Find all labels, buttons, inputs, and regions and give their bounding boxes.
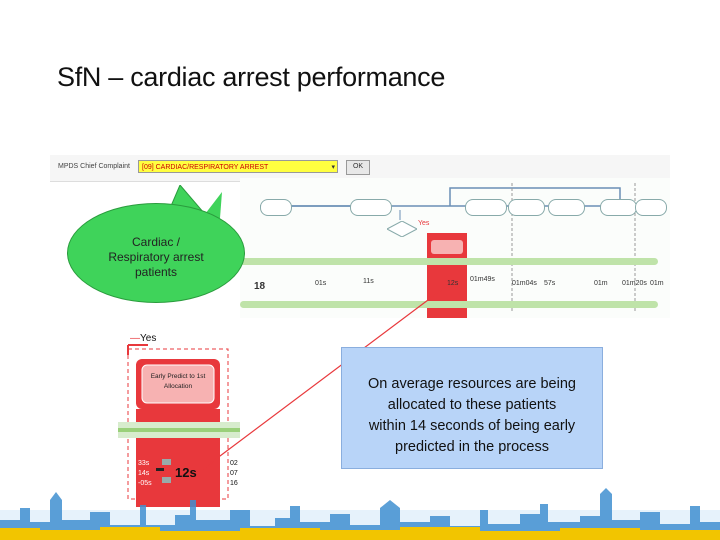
bubble-line: patients — [134, 265, 178, 279]
process-flow: Yes 18 01s 11s 12s 01m49s 01m04s 57s 01m… — [240, 178, 670, 318]
range-left: 33s 14s -05s — [138, 459, 152, 489]
bubble-line: Cardiac / — [131, 235, 181, 249]
early-predict-node: Early Predict to 1st Allocation — [142, 372, 214, 392]
dashboard-screenshot: MPDS Chief Complaint [09] CARDIAC/RESPIR… — [50, 145, 670, 520]
swimlane-bottom — [240, 301, 658, 308]
stat-value: 18 — [254, 281, 266, 292]
speech-bubble: Cardiac / Respiratory arrest patients — [67, 203, 245, 303]
stat-value: 01m — [594, 280, 608, 287]
flow-node — [508, 199, 545, 216]
stat-value: 01m20s — [622, 280, 647, 287]
flow-node — [548, 199, 585, 216]
stat-value: 12s — [447, 280, 459, 287]
stat-value: 01m — [650, 280, 664, 287]
info-box: On average resources are being allocated… — [341, 347, 603, 469]
chevron-down-icon: ▾ — [331, 164, 335, 171]
early-predict-node-small — [431, 240, 463, 254]
range-value: 07 — [230, 470, 238, 477]
info-line: On average resources are being — [368, 376, 576, 392]
early-predict-subtitle: Allocation — [163, 383, 193, 390]
range-value: 02 — [230, 460, 238, 467]
yes-text: Yes — [140, 333, 157, 344]
stat-value: 01m04s — [512, 280, 537, 287]
range-value: 33s — [138, 460, 150, 467]
range-value: 16 — [230, 480, 238, 487]
yes-label-small: Yes — [418, 220, 430, 227]
flow-node — [600, 199, 637, 216]
chief-complaint-value: [09] CARDIAC/RESPIRATORY ARREST — [142, 164, 269, 171]
info-line: within 14 seconds of being early — [368, 418, 576, 434]
stat-value: 57s — [544, 280, 556, 287]
bubble-line: Respiratory arrest — [108, 250, 204, 264]
stat-value: 11s — [363, 278, 374, 285]
swimlane-top — [240, 258, 658, 265]
info-line: allocated to these patients — [387, 397, 557, 413]
flow-node — [260, 199, 292, 216]
city-skyline — [0, 488, 720, 540]
flow-node — [350, 199, 392, 216]
stat-value: 01m49s — [470, 276, 495, 283]
chief-complaint-select[interactable]: [09] CARDIAC/RESPIRATORY ARREST ▾ — [138, 160, 338, 173]
early-predict-title: Early Predict to 1st — [150, 373, 206, 380]
decision-diamond — [387, 221, 417, 237]
stat-value: 01s — [315, 280, 327, 287]
mpds-label: MPDS Chief Complaint — [58, 163, 130, 170]
range-value: -05s — [138, 480, 152, 487]
ok-button[interactable]: OK — [346, 160, 370, 175]
info-line: predicted in the process — [395, 439, 549, 455]
average-value: 12s — [175, 465, 197, 480]
range-value: 14s — [138, 470, 150, 477]
flow-node — [635, 199, 667, 216]
slide-title: SfN – cardiac arrest performance — [57, 62, 446, 92]
flow-node — [465, 199, 507, 216]
yes-label: —Yes — [130, 333, 157, 344]
